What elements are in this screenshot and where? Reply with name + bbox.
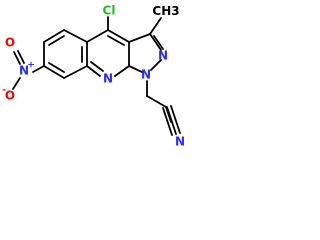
methyl-label: CH3 bbox=[152, 4, 179, 18]
nitrile-nitrogen-label: N bbox=[175, 135, 185, 148]
bond-layer bbox=[12, 16, 181, 136]
bond bbox=[114, 65, 130, 77]
bond bbox=[48, 62, 65, 73]
chemical-structure-diagram: Cl CH3 N N N N + O O - N bbox=[0, 0, 192, 147]
nitro-nitrogen-label: N bbox=[19, 64, 29, 78]
bond bbox=[146, 95, 167, 108]
bond bbox=[128, 33, 151, 43]
bond bbox=[13, 51, 21, 65]
chlorine-label: Cl bbox=[103, 4, 116, 18]
bond bbox=[162, 107, 173, 136]
bond bbox=[149, 33, 162, 51]
bond bbox=[63, 29, 88, 43]
bond bbox=[32, 65, 45, 73]
bond bbox=[150, 59, 162, 71]
bond bbox=[165, 106, 172, 123]
quinoline-nitrogen-label: N bbox=[103, 72, 113, 86]
bond bbox=[107, 35, 125, 46]
bond bbox=[43, 65, 65, 79]
bond bbox=[12, 77, 21, 90]
pyrazole-nitrogen-1-label: N bbox=[141, 68, 151, 82]
molecule-svg: Cl CH3 N N N N + O O - N bbox=[2, 4, 185, 148]
nitro-plus-label: + bbox=[27, 61, 35, 71]
nitro-oxygen-double-label: O bbox=[5, 36, 15, 50]
bond bbox=[48, 35, 65, 46]
methyl-text: CH3 bbox=[152, 4, 179, 18]
bond bbox=[86, 29, 109, 43]
bond bbox=[43, 29, 65, 43]
bond bbox=[128, 65, 143, 73]
atom-label-layer: Cl CH3 N N N N + O O - N bbox=[2, 4, 185, 148]
bond bbox=[86, 65, 101, 77]
pyrazole-nitrogen-2-label: N bbox=[158, 49, 168, 63]
bond bbox=[63, 65, 88, 79]
nitro-oxygen-single-label: O bbox=[5, 89, 15, 103]
bond bbox=[153, 35, 164, 50]
bond bbox=[149, 17, 162, 35]
bond bbox=[107, 29, 130, 43]
bond bbox=[90, 61, 104, 72]
bond bbox=[170, 105, 181, 134]
nitro-minus-label: - bbox=[2, 86, 6, 96]
bond bbox=[166, 106, 177, 135]
bond bbox=[17, 50, 25, 64]
